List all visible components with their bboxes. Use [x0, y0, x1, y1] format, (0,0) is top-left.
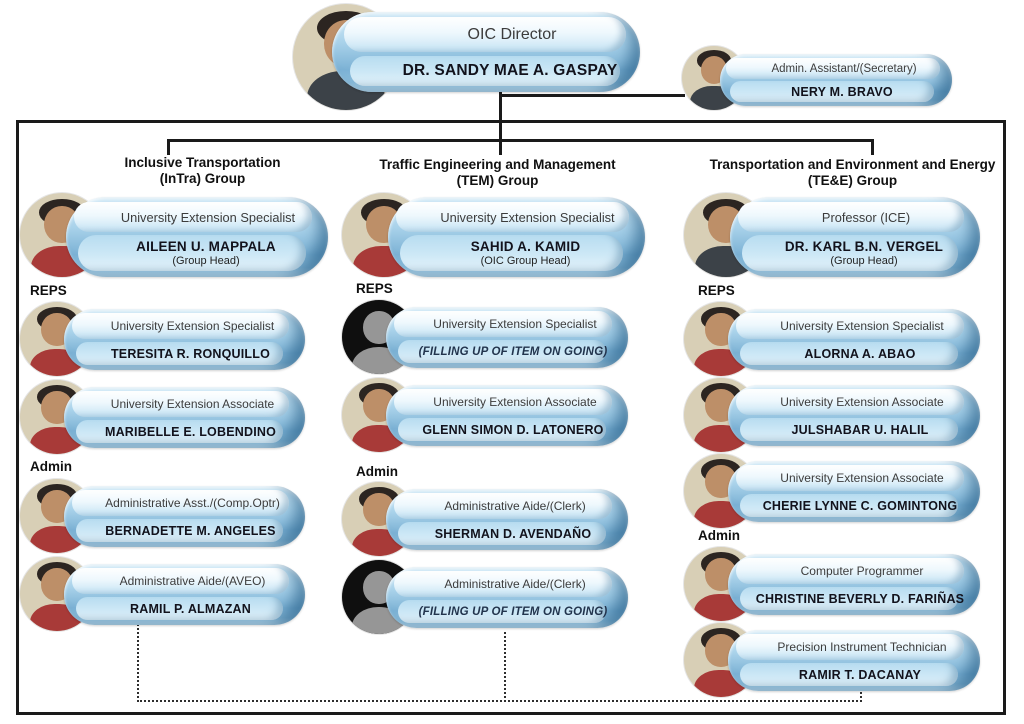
org-card: University Extension Associate GLENN SIM… [342, 378, 628, 454]
group3-stub-line [871, 139, 874, 155]
director-pill: OIC Director DR. SANDY MAE A. GASPAY [332, 12, 640, 92]
person-name: GLENN SIMON D. LATONERO [422, 422, 604, 437]
position-title: Administrative Asst./(Comp.Optr) [72, 490, 289, 516]
person-name: SAHID A. KAMID [470, 239, 581, 254]
head-subtitle: (Group Head) [830, 255, 898, 267]
person-name: CHRISTINE BEVERLY D. FARIÑAS [755, 591, 965, 606]
org-card: University Extension Associate MARIBELLE… [20, 380, 305, 456]
director-name: DR. SANDY MAE A. GASPAY [402, 62, 618, 79]
org-card: Administrative Asst./(Comp.Optr) BERNADE… [20, 479, 305, 555]
person-name: ALORNA A. ABAO [804, 346, 916, 361]
person-name: MARIBELLE E. LOBENDINO [104, 424, 277, 439]
vacancy-note: (FILLING UP OF ITEM ON GOING) [418, 345, 608, 358]
group1-stub-line [167, 139, 170, 155]
position-title: University Extension Associate [736, 465, 964, 491]
person-name: JULSHABAR U. HALIL [791, 422, 929, 437]
groups-connector-line [167, 139, 874, 142]
group3-reps-label: REPS [698, 283, 735, 298]
group1-head-card: University Extension Specialist AILEEN U… [20, 190, 328, 282]
person-name: CHERIE LYNNE C. GOMINTONG [762, 498, 958, 513]
person-name: RAMIR T. DACANAY [798, 667, 922, 682]
position-title: University Extension Specialist [736, 313, 964, 339]
org-card: University Extension Specialist TERESITA… [20, 302, 305, 378]
position-title: Professor (ICE) [738, 202, 964, 232]
group2-label: Traffic Engineering and Management (TEM)… [379, 157, 616, 188]
position-title: Administrative Aide/(Clerk) [394, 493, 612, 519]
position-title: University Extension Associate [394, 389, 612, 415]
head-subtitle: (OIC Group Head) [480, 255, 571, 267]
person-name: SHERMAN D. AVENDAÑO [434, 526, 592, 541]
position-title: University Extension Associate [736, 389, 964, 415]
director-title: OIC Director [344, 17, 626, 52]
bottom-dashed-line [137, 700, 862, 702]
group3-label: Transportation and Environment and Energ… [709, 157, 996, 188]
position-title: University Extension Specialist [72, 313, 289, 339]
secretary-title: Admin. Assistant/(Secretary) [726, 58, 940, 79]
org-card: University Extension Associate JULSHABAR… [684, 378, 980, 454]
vacancy-note: (FILLING UP OF ITEM ON GOING) [418, 605, 608, 618]
group3-dashed-line [860, 688, 862, 702]
group1-label: Inclusive Transportation (InTra) Group [124, 155, 281, 186]
person-photo [684, 302, 758, 376]
group2-head-card: University Extension Specialist SAHID A.… [342, 190, 645, 282]
person-photo [684, 378, 758, 452]
org-card-vacant: Administrative Aide/(Clerk) (FILLING UP … [342, 560, 628, 636]
org-card: Computer Programmer CHRISTINE BEVERLY D.… [684, 547, 980, 623]
person-name: DR. KARL B.N. VERGEL [784, 239, 944, 254]
secretary-card: Admin. Assistant/(Secretary) NERY M. BRA… [682, 46, 952, 112]
org-card-vacant: University Extension Specialist (FILLING… [342, 300, 628, 376]
org-card: University Extension Associate CHERIE LY… [684, 454, 980, 530]
groups-outline-box [16, 120, 1006, 715]
position-title: University Extension Specialist [394, 311, 612, 337]
person-name: TERESITA R. RONQUILLO [110, 346, 271, 361]
position-title: Precision Instrument Technician [736, 634, 964, 660]
position-title: University Extension Specialist [396, 202, 629, 232]
position-title: University Extension Associate [72, 391, 289, 417]
person-name: AILEEN U. MAPPALA [136, 239, 276, 254]
org-card: Administrative Aide/(Clerk) SHERMAN D. A… [342, 482, 628, 558]
secretary-name: NERY M. BRAVO [791, 84, 893, 99]
group1-reps-label: REPS [30, 283, 67, 298]
position-title: Computer Programmer [736, 558, 964, 584]
org-card: Administrative Aide/(AVEO) RAMIL P. ALMA… [20, 557, 305, 633]
secretary-connector-line [499, 94, 685, 97]
group1-dashed-line [137, 612, 139, 702]
group1-admin-label: Admin [30, 459, 72, 474]
group2-dashed-line [504, 632, 506, 702]
group2-admin-label: Admin [356, 464, 398, 479]
org-card: Precision Instrument Technician RAMIR T.… [684, 623, 980, 699]
org-card: University Extension Specialist ALORNA A… [684, 302, 980, 378]
group3-head-card: Professor (ICE) DR. KARL B.N. VERGEL (Gr… [684, 190, 980, 282]
secretary-pill: Admin. Assistant/(Secretary) NERY M. BRA… [720, 54, 952, 106]
position-title: Administrative Aide/(AVEO) [72, 568, 289, 594]
position-title: Administrative Aide/(Clerk) [394, 571, 612, 597]
group3-admin-label: Admin [698, 528, 740, 543]
person-name: RAMIL P. ALMAZAN [129, 601, 252, 616]
group2-reps-label: REPS [356, 281, 393, 296]
director-card: OIC Director DR. SANDY MAE A. GASPAY [293, 4, 640, 114]
head-subtitle: (Group Head) [172, 255, 240, 267]
person-name: BERNADETTE M. ANGELES [105, 523, 276, 538]
position-title: University Extension Specialist [74, 202, 312, 232]
